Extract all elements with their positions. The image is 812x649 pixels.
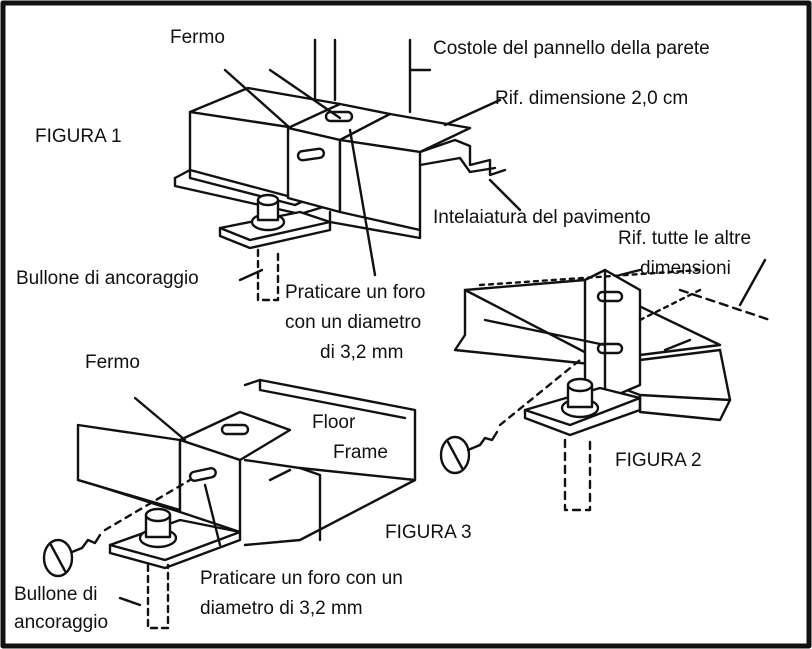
figure3-fermo-label: Fermo xyxy=(85,352,140,373)
figure3-foro-line1: Praticare un foro con un xyxy=(200,568,403,589)
figure1-rif-dimension-label: Rif. dimensione 2,0 cm xyxy=(495,88,689,109)
figure1-foro-line3: di 3,2 mm xyxy=(320,342,404,363)
figure3-frame-label: Frame xyxy=(333,442,388,463)
figure2-dimensioni-label: dimensioni xyxy=(640,258,731,279)
figure1-intelaiatura-label: Intelaiatura del pavimento xyxy=(433,207,651,228)
figure2-drawing xyxy=(439,258,772,512)
figure1-foro-line1: Praticare un foro xyxy=(285,282,426,303)
figure2-title: FIGURA 2 xyxy=(615,450,702,471)
figure3-drawing xyxy=(42,378,417,630)
figure1-costole-label: Costole del pannello della parete xyxy=(433,38,710,59)
figure3-foro-line2: diametro di 3,2 mm xyxy=(200,598,363,619)
figure1-bullone-label: Bullone di ancoraggio xyxy=(16,268,199,289)
figure1-drawing xyxy=(173,38,522,302)
figure1-fermo-label: Fermo xyxy=(170,27,225,48)
figure3-title: FIGURA 3 xyxy=(385,522,472,543)
figure3-bullone-line2: ancoraggio xyxy=(14,612,109,633)
figure3-bullone-line1: Bullone di xyxy=(14,584,98,605)
figure1-foro-line2: con un diametro xyxy=(285,312,422,333)
figure1-title: FIGURA 1 xyxy=(35,126,122,147)
figure3-floor-label: Floor xyxy=(312,412,356,433)
figure2-rif-tutte-label: Rif. tutte le altre xyxy=(618,228,752,249)
